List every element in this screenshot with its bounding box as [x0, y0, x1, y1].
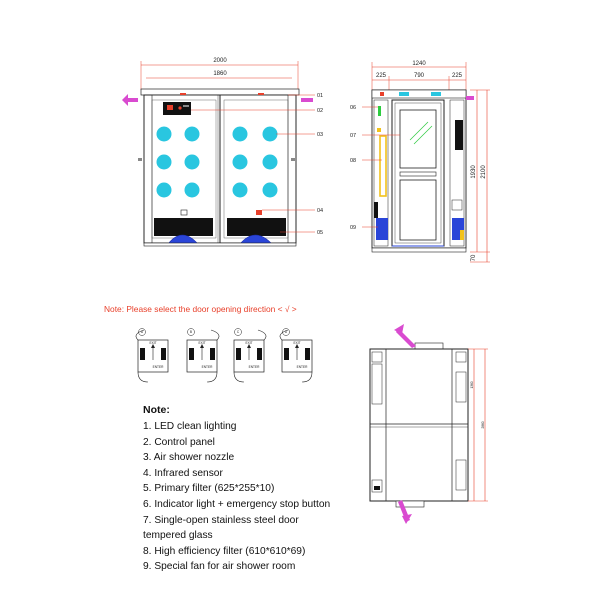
- nozzle-icon: [184, 154, 200, 170]
- fan-icon: [376, 218, 388, 240]
- note-item: 6. Indicator light + emergency stop butt…: [143, 498, 331, 510]
- nozzle-icon: [262, 154, 278, 170]
- callout-01: 01: [317, 93, 323, 99]
- side-view: 1240 225 790 225: [350, 61, 490, 263]
- nozzle-icon: [262, 126, 278, 142]
- nozzle-icon: [184, 182, 200, 198]
- dim-1240: 1240: [412, 61, 426, 67]
- nozzle-icon: [156, 182, 172, 198]
- callout-08: 08: [350, 158, 356, 164]
- dim-2100: 2100: [481, 165, 487, 179]
- svg-text:ENTER: ENTER: [202, 365, 214, 369]
- hepa-filter-left: [379, 135, 387, 197]
- callout-06: 06: [350, 105, 356, 111]
- nozzle-icon: [232, 126, 248, 142]
- fan-icon: [239, 234, 273, 245]
- door-option-d[interactable]: D EXIT ENTER: [279, 328, 313, 383]
- dim-1360: 1360: [470, 381, 474, 388]
- door-option-b[interactable]: B EXIT ENTER: [186, 328, 220, 383]
- infrared-sensor-icon: [256, 210, 262, 215]
- svg-text:ENTER: ENTER: [153, 365, 165, 369]
- nozzle-icon: [232, 182, 248, 198]
- svg-text:D: D: [285, 330, 288, 334]
- svg-text:EXIT: EXIT: [198, 341, 205, 345]
- svg-text:EXIT: EXIT: [245, 341, 252, 345]
- dim-2860: 2860: [481, 421, 485, 428]
- dim-225-right: 225: [452, 73, 463, 79]
- nozzle-icon: [156, 126, 172, 142]
- door-option-c[interactable]: C EXIT ENTER: [233, 328, 267, 383]
- callout-03: 03: [317, 132, 323, 138]
- note-item: 8. High efficiency filter (610*610*69): [143, 545, 306, 557]
- dim-70: 70: [471, 254, 477, 261]
- callout-07: 07: [350, 133, 356, 139]
- primary-filter: [154, 218, 213, 236]
- nozzle-icon: [156, 154, 172, 170]
- door-glass: [399, 109, 437, 169]
- dim-1930: 1930: [471, 165, 477, 179]
- notes-title: Note:: [143, 404, 170, 416]
- primary-filter: [227, 218, 286, 236]
- nozzle-icon: [232, 154, 248, 170]
- note-item: 4. Infrared sensor: [143, 467, 223, 479]
- note-item: 3. Air shower nozzle: [143, 452, 235, 464]
- note-item: 5. Primary filter (625*255*10): [143, 483, 275, 495]
- note-item: 2. Control panel: [143, 436, 215, 448]
- svg-text:ENTER: ENTER: [297, 365, 309, 369]
- dim-790: 790: [414, 73, 425, 79]
- fan-icon: [167, 234, 199, 245]
- dim-1860: 1860: [213, 71, 227, 77]
- dim-225-left: 225: [376, 73, 387, 79]
- callout-09: 09: [350, 225, 356, 231]
- plan-view: 1360 2860: [369, 324, 488, 524]
- left-door-handle: [126, 98, 138, 102]
- note-item: 1. LED clean lighting: [143, 421, 237, 432]
- nozzle-icon: [262, 182, 278, 198]
- nozzles-left: [156, 126, 200, 198]
- svg-text:B: B: [190, 330, 192, 334]
- note-item: 9. Special fan for air shower room: [143, 561, 296, 573]
- door-option-a[interactable]: A EXIT ENTER: [135, 328, 169, 383]
- notes-list: Note: 1. LED clean lighting 2. Control p…: [143, 404, 330, 575]
- svg-text:EXIT: EXIT: [149, 341, 156, 345]
- front-view: 2000 1860: [122, 58, 323, 247]
- svg-text:C: C: [237, 330, 240, 334]
- note-item: 7. Single-open stainless steel door: [143, 514, 299, 526]
- callout-05: 05: [317, 230, 323, 236]
- door-options: A EXIT ENTER B EXIT ENTER: [135, 328, 313, 383]
- dim-2000: 2000: [213, 58, 227, 64]
- door-direction-note: Note: Please select the door opening dir…: [104, 304, 297, 314]
- callout-02: 02: [317, 108, 323, 114]
- nozzles-right: [232, 126, 278, 198]
- svg-text:ENTER: ENTER: [249, 365, 261, 369]
- svg-text:A: A: [141, 330, 144, 334]
- infrared-sensor-icon: [180, 209, 188, 216]
- nozzle-icon: [184, 126, 200, 142]
- note-item: tempered glass: [143, 530, 213, 542]
- right-door-handle: [301, 98, 313, 102]
- callout-04: 04: [317, 208, 323, 214]
- svg-text:EXIT: EXIT: [293, 341, 300, 345]
